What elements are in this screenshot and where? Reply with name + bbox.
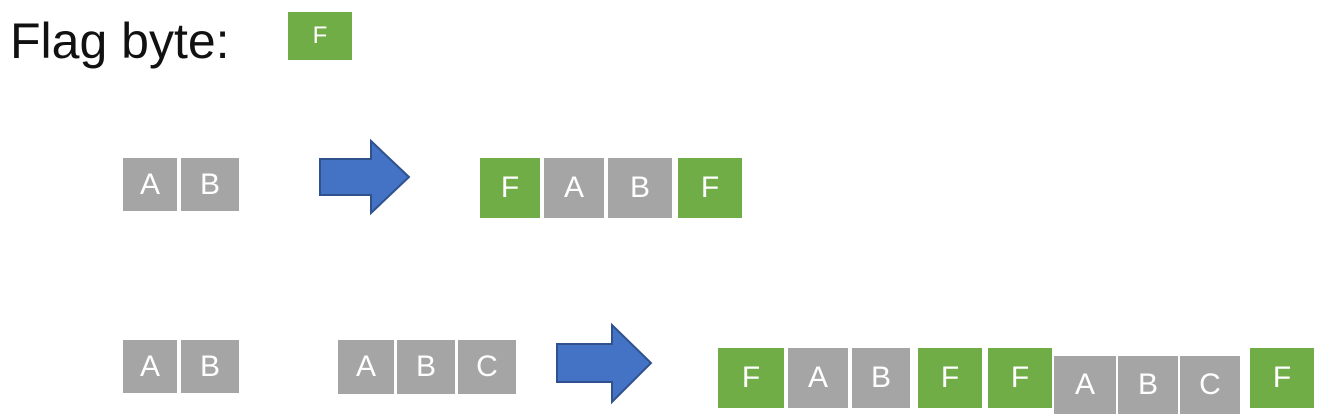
row1-output-byte-f1: F — [480, 158, 540, 218]
row2-output-byte-a2: A — [1054, 356, 1116, 414]
row2-output-byte-a1: A — [788, 348, 848, 408]
row2-input2-byte-c: C — [458, 340, 516, 394]
row2-input2-byte-b: B — [397, 340, 455, 394]
flag-byte-title: Flag byte: — [10, 6, 230, 76]
row1-input-byte-b: B — [181, 158, 239, 211]
row2-output-byte-f1: F — [718, 348, 784, 408]
row2-input2-byte-a: A — [338, 340, 394, 394]
row2-output-byte-c: C — [1180, 356, 1240, 414]
row2-input1-byte-a: A — [123, 340, 177, 393]
row1-output-byte-f2: F — [678, 158, 742, 218]
legend-flag-byte: F — [288, 12, 352, 60]
row1-arrow-icon — [319, 138, 411, 216]
title-text: Flag byte: — [10, 13, 230, 69]
row1-input-byte-a: A — [123, 158, 177, 211]
row2-input1-byte-b: B — [181, 340, 239, 393]
row2-arrow-icon — [556, 322, 653, 405]
row1-output-byte-b: B — [608, 158, 672, 218]
row2-output-byte-f4: F — [1250, 348, 1314, 408]
row1-output-byte-a: A — [544, 158, 604, 218]
row2-output-byte-f2: F — [918, 348, 982, 408]
row2-output-byte-b2: B — [1118, 356, 1178, 414]
row2-output-byte-b1: B — [852, 348, 910, 408]
row2-output-byte-f3: F — [988, 348, 1052, 408]
